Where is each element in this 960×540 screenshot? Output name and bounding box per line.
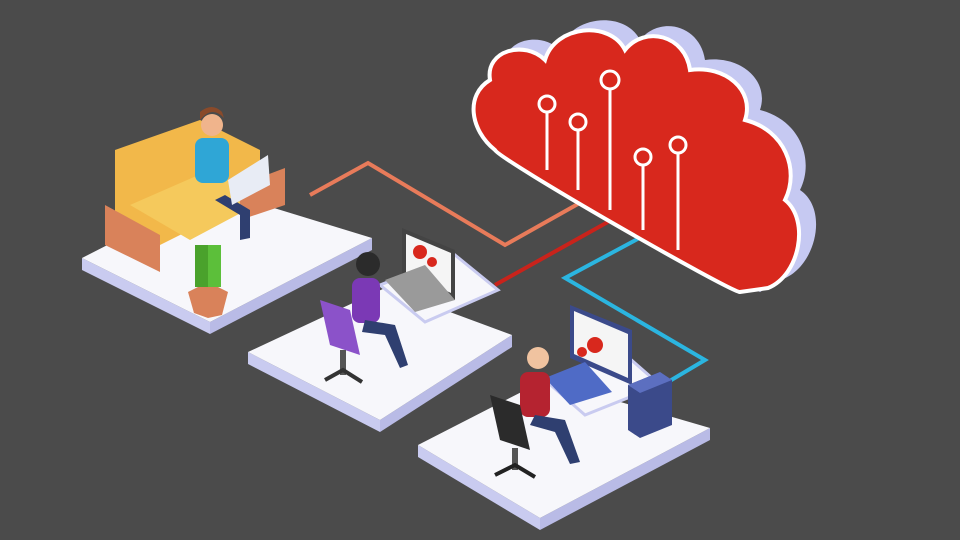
potted-plant bbox=[188, 245, 228, 318]
woman-at-desk bbox=[320, 252, 408, 384]
orange-connection-line bbox=[309, 160, 586, 248]
man-with-laptop bbox=[195, 107, 270, 240]
platform-desk-2 bbox=[418, 305, 710, 530]
platform-lounge bbox=[82, 107, 372, 334]
blue-connection-line bbox=[560, 233, 709, 384]
pc-tower bbox=[628, 372, 672, 438]
red-connection-line bbox=[494, 216, 616, 287]
platform-desk-1 bbox=[248, 228, 512, 432]
man-at-desk bbox=[490, 347, 580, 479]
cloud-icon bbox=[471, 20, 817, 295]
desktop-monitor bbox=[545, 305, 632, 405]
laptop-screen bbox=[385, 228, 455, 312]
